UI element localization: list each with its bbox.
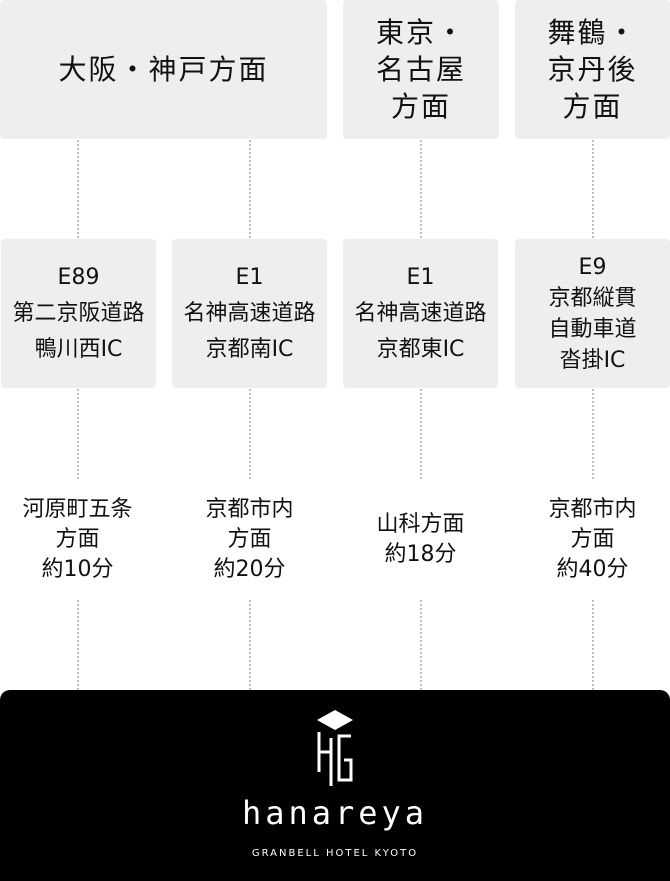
connector-line bbox=[420, 600, 422, 690]
ic-road: 自動車道 bbox=[548, 316, 637, 342]
ic-kyoto-higashi: E1 名神高速道路 京都東IC bbox=[343, 239, 498, 388]
connector-line bbox=[249, 389, 251, 479]
hotel-destination: hanareya GRANBELL HOTEL KYOTO bbox=[0, 690, 670, 881]
time-line: 方面 bbox=[570, 527, 615, 552]
ic-road: 第二京阪道路 bbox=[12, 300, 145, 326]
ic-kyoto-minami: E1 名神高速道路 京都南IC bbox=[172, 239, 327, 388]
travel-time: 山科方面 約18分 bbox=[343, 490, 498, 590]
connector-line bbox=[420, 389, 422, 479]
travel-time: 河原町五条 方面 約10分 bbox=[0, 490, 155, 590]
direction-label: 東京・ bbox=[375, 16, 466, 49]
connector-line bbox=[77, 600, 79, 690]
ic-kamogawa-nishi: E89 第二京阪道路 鴨川西IC bbox=[1, 239, 156, 388]
time-line: 山科方面 bbox=[376, 512, 465, 537]
hg-cube-logo-icon bbox=[317, 710, 353, 786]
time-line: 約10分 bbox=[41, 557, 114, 582]
ic-route: E89 bbox=[57, 264, 100, 290]
ic-name: 京都南IC bbox=[205, 336, 294, 362]
direction-label: 名古屋 bbox=[375, 53, 466, 86]
ic-name: 沓掛IC bbox=[559, 347, 626, 373]
hotel-name: hanareya bbox=[241, 794, 429, 832]
time-line: 方面 bbox=[55, 527, 100, 552]
ic-name: 京都東IC bbox=[376, 336, 465, 362]
connector-line bbox=[249, 600, 251, 690]
time-line: 京都市内 bbox=[548, 497, 637, 522]
direction-maizuru-kyotango: 舞鶴・ 京丹後 方面 bbox=[515, 0, 670, 139]
ic-route: E1 bbox=[406, 264, 435, 290]
direction-osaka-kobe: 大阪・神戸方面 bbox=[0, 0, 327, 139]
time-line: 方面 bbox=[227, 527, 272, 552]
ic-road: 名神高速道路 bbox=[183, 300, 316, 326]
connector-line bbox=[592, 140, 594, 238]
direction-label: 方面 bbox=[390, 90, 451, 123]
travel-time: 京都市内 方面 約40分 bbox=[515, 490, 670, 590]
time-line: 京都市内 bbox=[205, 497, 294, 522]
ic-name: 鴨川西IC bbox=[34, 336, 123, 362]
direction-tokyo-nagoya: 東京・ 名古屋 方面 bbox=[343, 0, 499, 139]
direction-label: 大阪・神戸方面 bbox=[58, 53, 269, 86]
direction-label: 舞鶴・ bbox=[547, 16, 638, 49]
time-line: 約18分 bbox=[384, 542, 457, 567]
ic-kutsukake: E9 京都縦貫 自動車道 沓掛IC bbox=[515, 239, 670, 388]
hotel-subtitle: GRANBELL HOTEL KYOTO bbox=[251, 848, 419, 859]
connector-line bbox=[592, 600, 594, 690]
connector-line bbox=[592, 389, 594, 479]
connector-line bbox=[249, 140, 251, 238]
travel-time: 京都市内 方面 約20分 bbox=[172, 490, 327, 590]
ic-route: E1 bbox=[235, 264, 264, 290]
time-line: 約20分 bbox=[213, 557, 286, 582]
ic-road: 京都縦貫 bbox=[548, 285, 637, 311]
connector-line bbox=[77, 389, 79, 479]
time-line: 河原町五条 bbox=[22, 497, 133, 522]
connector-line bbox=[77, 140, 79, 238]
connector-line bbox=[420, 140, 422, 238]
ic-road: 名神高速道路 bbox=[354, 300, 487, 326]
direction-label: 京丹後 bbox=[547, 53, 638, 86]
ic-route: E9 bbox=[578, 254, 607, 280]
time-line: 約40分 bbox=[556, 557, 629, 582]
direction-label: 方面 bbox=[562, 90, 623, 123]
